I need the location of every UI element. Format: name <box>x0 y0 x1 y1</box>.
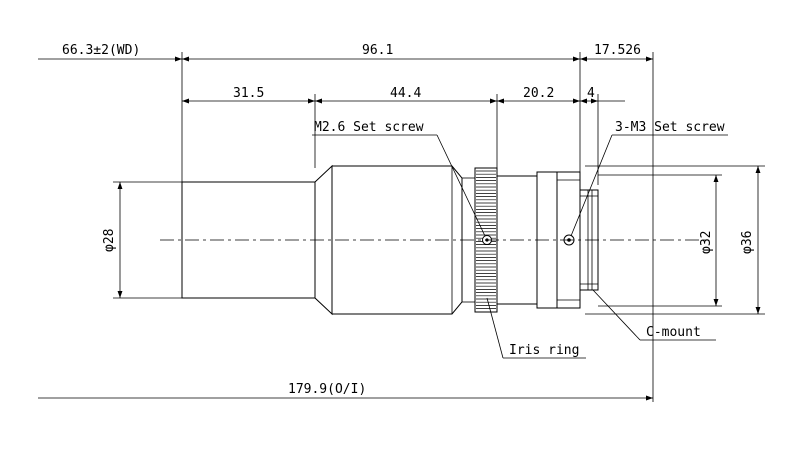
rear-diameter-32-label: φ32 <box>699 231 714 254</box>
front-diameter-label: φ28 <box>102 229 117 252</box>
iris-ring-label: Iris ring <box>509 343 579 358</box>
rear-diameter-36-label: φ36 <box>740 231 755 254</box>
m3-set-screw-label: 3-M3 Set screw <box>615 120 725 135</box>
extension-lines <box>113 52 765 402</box>
leader-lines <box>312 134 728 359</box>
segment-3-label: 20.2 <box>523 86 554 101</box>
iris-ring-knurling <box>476 170 496 309</box>
m26-set-screw-label: M2.6 Set screw <box>314 120 424 135</box>
overall-length-label: 179.9(O/I) <box>288 382 366 397</box>
dimension-lines <box>38 56 761 401</box>
segment-4-label: 4 <box>587 86 595 101</box>
flange-back-label: 17.526 <box>594 43 641 58</box>
segment-1-label: 31.5 <box>233 86 264 101</box>
c-mount-label: C-mount <box>646 325 701 340</box>
total-length-label: 96.1 <box>362 43 393 58</box>
segment-2-label: 44.4 <box>390 86 421 101</box>
wd-dimension-label: 66.3±2(WD) <box>62 43 140 58</box>
